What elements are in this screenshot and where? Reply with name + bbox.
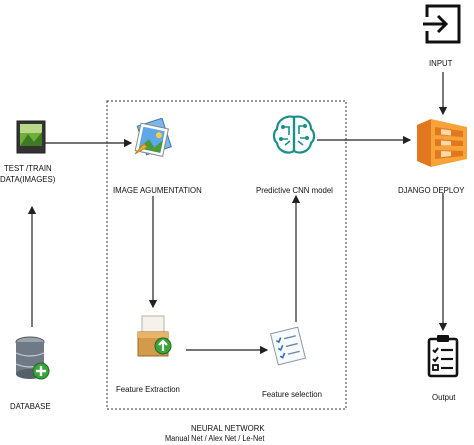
feature-extraction-label: Feature Extraction — [116, 384, 180, 394]
output-label: Output — [432, 392, 456, 402]
database-label: DATABASE — [10, 401, 51, 411]
brain-circuit-icon — [272, 115, 316, 154]
test-train-label-line1: TEST /TRAIN — [4, 163, 52, 173]
image-augmentation-label: IMAGE AGUMENTATION — [113, 185, 202, 195]
test-train-label-line2: DATA(IMAGES) — [0, 174, 56, 184]
enter-icon — [421, 4, 461, 44]
clipboard-checklist-icon — [427, 335, 459, 378]
predictive-cnn-label: Predictive CNN model — [256, 185, 333, 195]
database-add-icon — [15, 336, 50, 380]
neural-network-group-border — [106, 100, 347, 410]
neural-network-title: NEURAL NETWORK — [191, 423, 265, 433]
checklist-icon — [269, 326, 307, 366]
neural-network-subtitle: Manual Net / Alex Net / Le-Net — [165, 434, 265, 443]
django-deploy-label: DJANGO DEPLOY — [398, 185, 465, 195]
image-file-icon — [16, 120, 46, 154]
photo-gallery-icon — [134, 118, 172, 157]
package-upload-icon — [137, 315, 172, 357]
aws-cloudformation-icon — [417, 119, 467, 167]
input-label: INPUT — [429, 58, 453, 68]
feature-selection-label: Feature selection — [262, 389, 322, 399]
